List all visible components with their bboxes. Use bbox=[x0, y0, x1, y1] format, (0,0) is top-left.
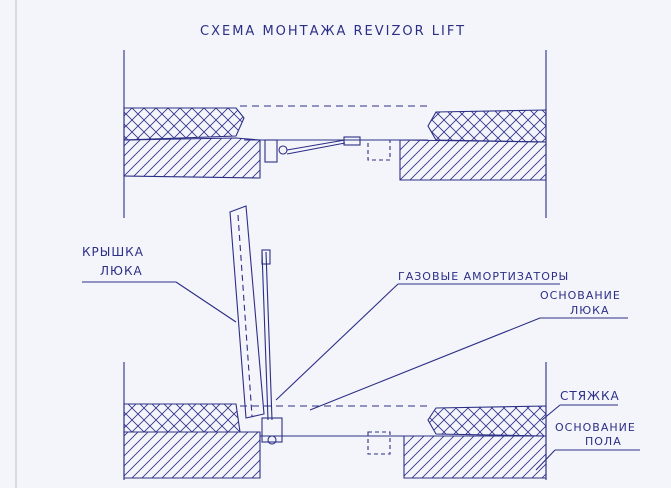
label-gas-struts: ГАЗОВЫЕ АМОРТИЗАТОРЫ bbox=[398, 270, 570, 283]
label-lid-line1: КРЫШКА bbox=[82, 245, 144, 259]
top-gas-strut-rod-2 bbox=[286, 142, 346, 155]
label-floor-base-line2: ПОЛА bbox=[585, 435, 622, 448]
bottom-hinge-bracket bbox=[261, 417, 283, 443]
top-left-screed bbox=[123, 107, 245, 141]
bottom-right-screed bbox=[427, 405, 547, 437]
leader-lid bbox=[175, 281, 237, 323]
leader-screed bbox=[541, 404, 561, 421]
bottom-left-floor-base bbox=[123, 431, 261, 479]
leader-floor bbox=[535, 449, 556, 471]
label-lid-line2: ЛЮКА bbox=[100, 264, 143, 278]
top-view bbox=[123, 50, 547, 218]
gas-strut-top bbox=[261, 249, 271, 265]
leader-hatch-base bbox=[309, 317, 541, 411]
bottom-view bbox=[123, 205, 547, 480]
label-screed: СТЯЖКА bbox=[560, 389, 620, 403]
label-floor-base-line1: ОСНОВАНИЕ bbox=[555, 421, 636, 434]
diagram-title: СХЕМА МОНТАЖА REVIZOR LIFT bbox=[200, 24, 467, 39]
top-hinge-pivot bbox=[278, 145, 288, 155]
bottom-right-floor-base bbox=[403, 435, 547, 479]
label-hatch-base-line1: ОСНОВАНИЕ bbox=[540, 289, 621, 302]
bottom-left-screed bbox=[123, 403, 241, 433]
bottom-dashed-bracket bbox=[367, 431, 391, 455]
top-right-floor-base bbox=[399, 139, 547, 181]
open-lid-inner-dash bbox=[237, 214, 253, 417]
label-hatch-base-line2: ЛЮКА bbox=[570, 304, 610, 317]
top-left-floor-base bbox=[123, 137, 261, 179]
top-hinge-bracket bbox=[264, 139, 278, 163]
open-lid bbox=[229, 205, 265, 419]
top-dashed-bracket bbox=[367, 139, 391, 161]
bottom-hinge-pivot bbox=[267, 435, 277, 445]
gas-strut-body-2 bbox=[265, 251, 273, 421]
top-right-screed bbox=[427, 109, 547, 143]
leader-gas bbox=[275, 283, 399, 401]
top-strut-end bbox=[343, 136, 361, 146]
gas-strut-body bbox=[261, 251, 269, 421]
top-gas-strut-rod bbox=[286, 139, 346, 151]
leader-lines bbox=[82, 281, 640, 471]
